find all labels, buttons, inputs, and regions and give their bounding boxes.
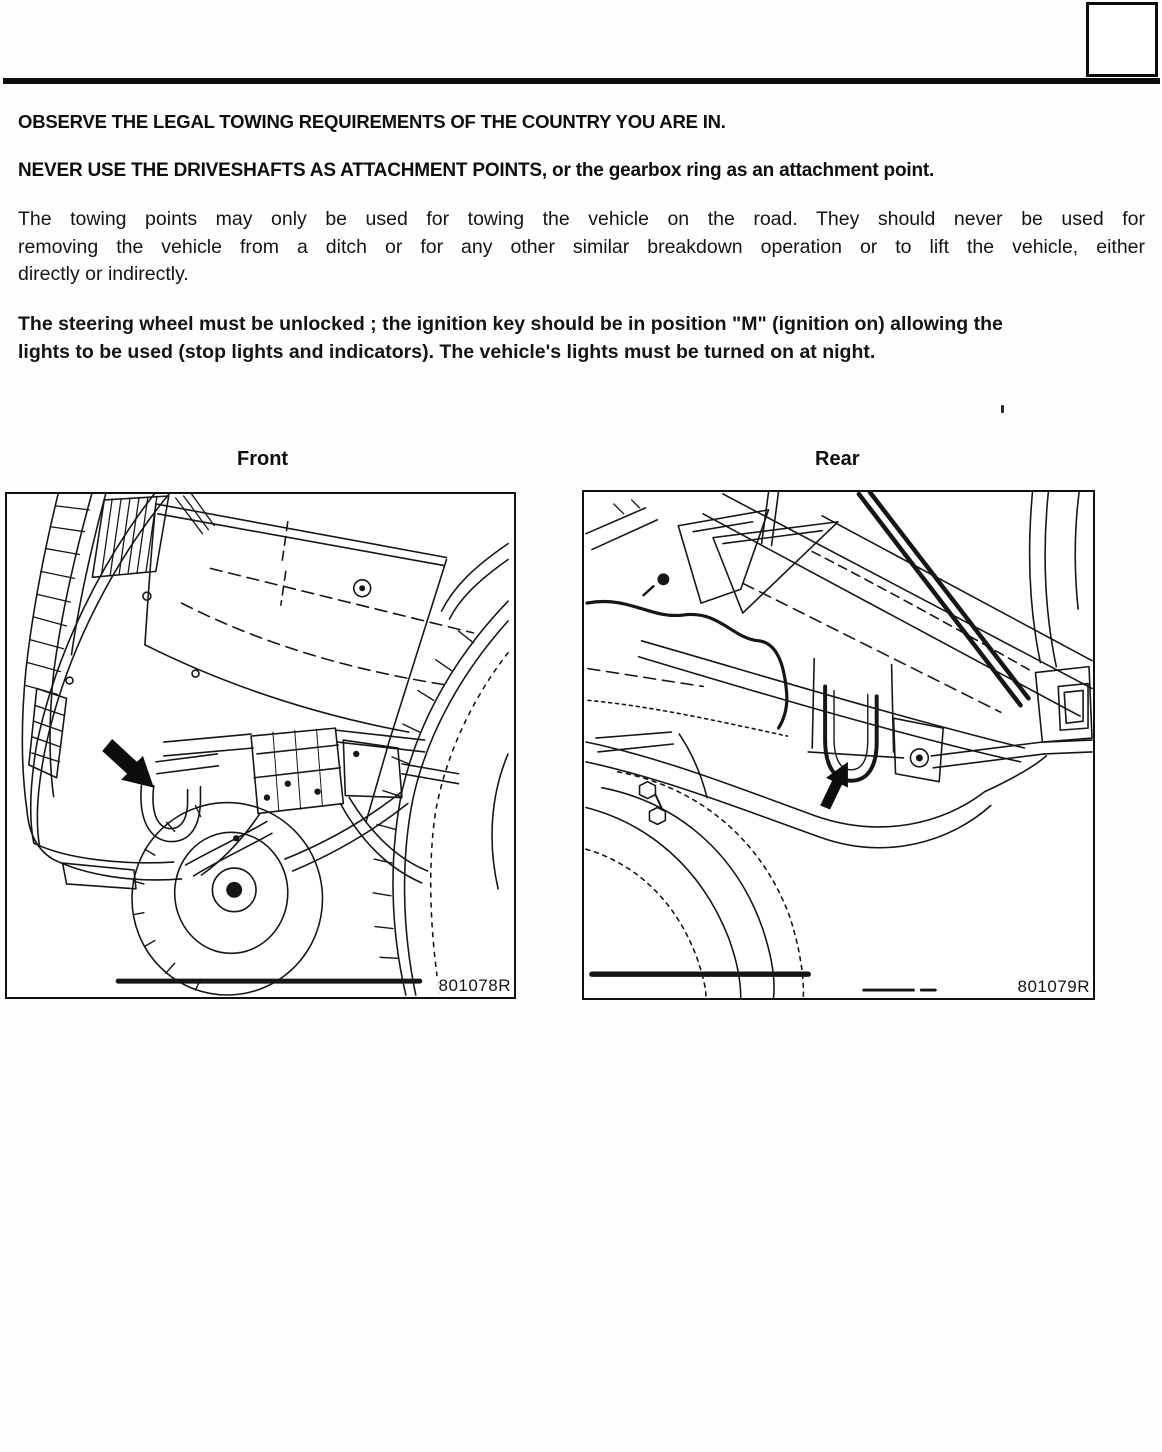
front-underside-illustration (21, 494, 509, 996)
paragraph-steering-wheel: The steering wheel must be unlocked ; th… (18, 311, 1145, 366)
scan-artifact-mark (1001, 405, 1004, 413)
paragraph-line: removing the vehicle from a ditch or for… (18, 235, 1145, 258)
page-number-box (1086, 2, 1158, 77)
figure-rear-towing-point: 801079R (582, 490, 1095, 1000)
figure-label-front: Front (237, 448, 289, 470)
warning-heading-driveshafts: NEVER USE THE DRIVESHAFTS AS ATTACHMENT … (18, 160, 935, 181)
paragraph-line: directly or indirectly. (18, 263, 189, 285)
rear-underside-illustration (585, 492, 1093, 998)
header-rule (3, 78, 1160, 84)
paragraph-line: The steering wheel must be unlocked ; th… (18, 313, 1003, 335)
warning-heading-legal: OBSERVE THE LEGAL TOWING REQUIREMENTS OF… (18, 111, 726, 132)
paragraph-line: The towing points may only be used for t… (18, 208, 1145, 230)
figure-ref-rear: 801079R (1014, 977, 1090, 997)
paragraph-line: lights to be used (stop lights and indic… (18, 340, 876, 363)
figure-ref-front: 801078R (435, 976, 511, 996)
figure-label-rear: Rear (815, 448, 860, 470)
figure-front-towing-point: 801078R (5, 492, 516, 999)
paragraph-towing-points: The towing points may only be used for t… (18, 206, 1145, 289)
